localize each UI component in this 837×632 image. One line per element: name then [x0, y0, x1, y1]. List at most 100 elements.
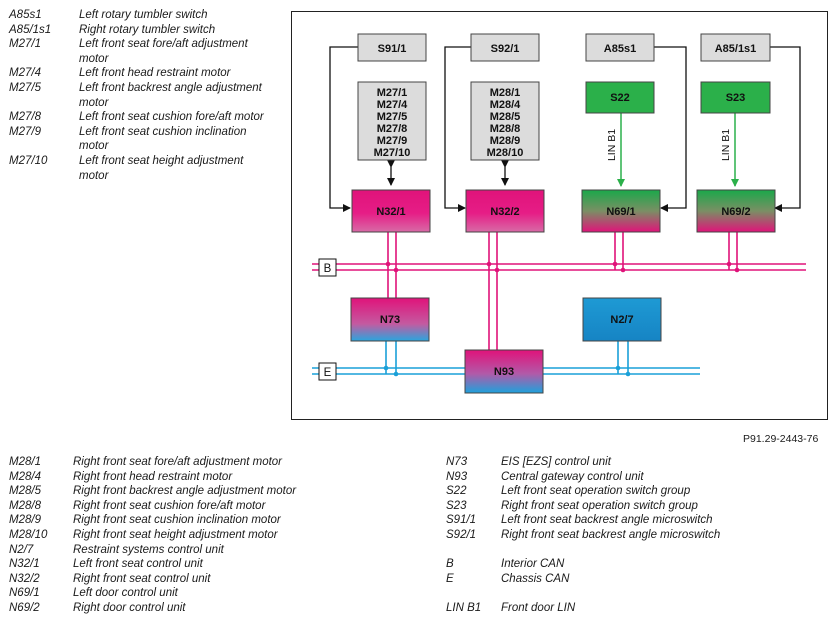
legend-bottom-left-code: N69/1	[9, 587, 40, 600]
switch-a85-box	[585, 33, 655, 62]
legend-bottom-left-code: M28/5	[9, 485, 41, 498]
n73-box	[350, 297, 430, 342]
legend-top-description: Left rotary tumbler switch	[79, 9, 208, 21]
motor-label: M28/1	[490, 87, 521, 99]
legend-bottom-left-description: Left front seat control unit	[73, 558, 203, 571]
n73-label: N73	[380, 314, 400, 326]
motor-label: M28/9	[490, 135, 521, 147]
legend-top-row: A85s1 Left rotary tumbler switch	[9, 8, 289, 23]
motor-links	[387, 160, 509, 186]
motors-right-box	[470, 81, 540, 161]
motor-label: M28/8	[490, 123, 521, 135]
n32-2-box	[465, 189, 545, 233]
legend-bottom-left-description: Right front seat fore/aft adjustment mot…	[73, 456, 283, 468]
legend-top-row: M27/9 Left front seat cushion inclination…	[9, 125, 289, 154]
legend-bottom-left-description: Right front seat cushion fore/aft motor	[73, 499, 266, 512]
motor-label: M28/4	[490, 99, 521, 111]
legend-top-code: M27/5	[9, 81, 41, 94]
legend-bottom-left-description: Right front seat height adjustment motor	[73, 528, 278, 541]
switch-s91-label: S91/1	[378, 43, 407, 55]
n69-1-box	[581, 189, 661, 233]
legend-top-description: Left front seat height adjustment motor	[79, 154, 244, 182]
n69-2-box	[696, 189, 776, 233]
n93-label: N93	[494, 366, 514, 378]
legend-bottom-right-description: Left front seat backrest angle microswit…	[501, 514, 713, 527]
switch-feedback-lines	[329, 46, 801, 212]
legend-top-row: M27/1 Left front seat fore/aft adjustment…	[9, 37, 289, 66]
n93-box	[464, 349, 544, 394]
legend-bottom-left-description: Right front backrest angle adjustment mo…	[73, 485, 297, 498]
legend-bottom-left-description: Right front seat cushion inclination mot…	[73, 514, 281, 527]
legend-bottom-left-code: M28/1	[9, 456, 41, 468]
legend-bottom-right-row: E Chassis CAN	[446, 572, 836, 587]
legend-top-description: Left front backrest angle adjustment mot…	[79, 81, 262, 109]
s23-box	[700, 81, 771, 114]
switch-s92-label: S92/1	[491, 43, 520, 55]
legend-bottom-left-code: M28/9	[9, 514, 41, 527]
legend-top-code: M27/4	[9, 67, 41, 80]
legend-bottom-right-description: Central gateway control unit	[501, 470, 644, 483]
s22-label: S22	[610, 92, 630, 104]
s22-box	[585, 81, 655, 114]
figure-id: P91.29-2443-76	[743, 433, 819, 445]
legend-top-description: Left front head restraint motor	[79, 67, 231, 80]
legend-bottom-left-code: N32/2	[9, 572, 40, 585]
legend-bottom-left-description: Right front head restraint motor	[73, 470, 233, 483]
bus-e-nodes	[383, 365, 631, 377]
n69-1-label: N69/1	[606, 206, 635, 218]
switch-a85-1-label: A85/1s1	[715, 43, 757, 55]
legend-top-code: M27/9	[9, 125, 41, 138]
s23-label: S23	[726, 92, 746, 104]
legend-bottom-right-code: S92/1	[446, 528, 477, 541]
legend-top-description: Right rotary tumbler switch	[79, 23, 216, 36]
legend-top-code: A85s1	[9, 9, 42, 21]
legend-bottom-right-code: LIN B1	[446, 602, 482, 615]
motor-label: M27/9	[377, 135, 408, 147]
legend-bottom-right-code: E	[446, 572, 454, 585]
legend-top-description: Left front seat cushion inclination moto…	[79, 125, 247, 153]
legend-bottom-left-code: N32/1	[9, 558, 40, 571]
legend-bottom-right-description: Right front seat backrest angle microswi…	[501, 528, 721, 541]
legend-top-row: A85/1s1 Right rotary tumbler switch	[9, 23, 289, 38]
legend-bottom-left-description: Left door control unit	[73, 587, 178, 600]
legend-bottom-left-row: M28/5 Right front backrest angle adjustme…	[9, 484, 429, 499]
n32-2-label: N32/2	[490, 206, 519, 218]
legend-bottom-left-row: M28/4 Right front head restraint motor	[9, 470, 429, 485]
legend-bottom-right-code: S23	[446, 499, 467, 512]
legend-bottom-right-code: S22	[446, 485, 467, 498]
legend-bottom-right-code: B	[446, 558, 454, 571]
legend-bottom-left-description: Right door control unit	[73, 601, 186, 614]
bus-b-tag: B	[324, 263, 332, 275]
lin-label-right: LIN B1	[720, 129, 732, 161]
legend-bottom-right-code: S91/1	[446, 514, 477, 527]
legend-top-description: Left front seat fore/aft adjustment moto…	[79, 38, 248, 65]
legend-top-code: A85/1s1	[9, 23, 52, 36]
n32-1-box	[351, 189, 431, 233]
switch-a85-1-box	[700, 33, 771, 62]
legend-top-code: M27/1	[9, 38, 41, 51]
legend-bottom-left-row: N32/1 Left front seat control unit	[9, 557, 429, 572]
legend-bottom-right-description: Chassis CAN	[501, 572, 570, 585]
legend-bottom-right-description: Right front seat operation switch group	[501, 499, 698, 512]
legend-bottom-right-description: Left front seat operation switch group	[501, 485, 691, 498]
motor-label: M27/10	[374, 147, 411, 159]
lin-label-left: LIN B1	[606, 129, 618, 161]
legend-bottom-left-code: M28/4	[9, 470, 41, 483]
n2-7-label: N2/7	[610, 314, 633, 326]
legend-bottom-left-row: M28/9 Right front seat cushion inclinatio…	[9, 513, 429, 528]
motor-label: M27/5	[377, 111, 408, 123]
legend-bottom-left-row: N69/1 Left door control unit	[9, 586, 429, 601]
lin-links	[617, 113, 739, 187]
